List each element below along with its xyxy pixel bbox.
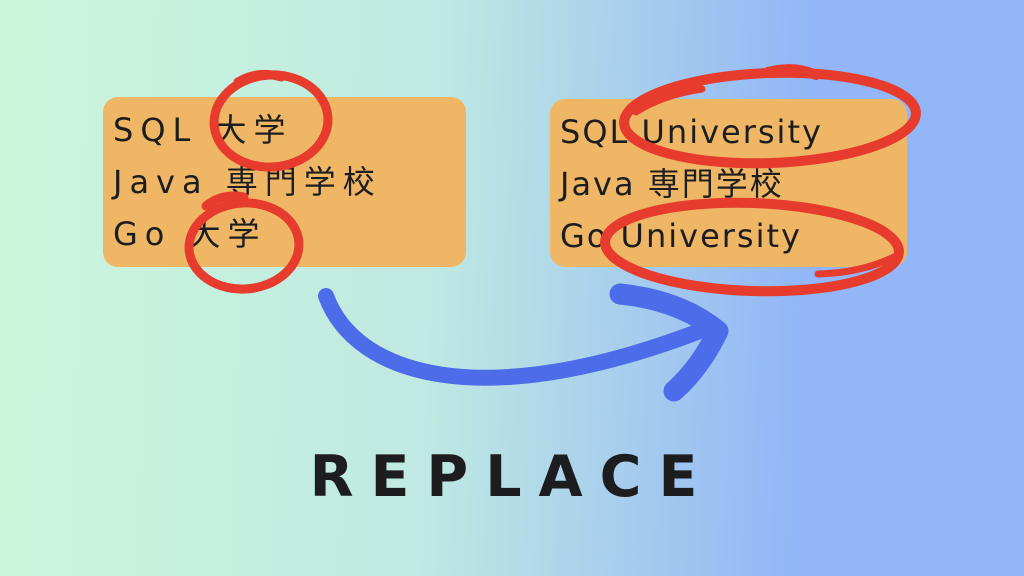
after-line-2: Java 専門学校 (560, 165, 784, 203)
before-line-3: Go 大学 (113, 215, 267, 253)
before-text-box: SQL 大学 Java 専門学校 Go 大学 (103, 97, 466, 267)
after-line-1: SQL University (560, 113, 823, 151)
arrow-shaft (318, 288, 708, 386)
before-line-2: Java 専門学校 (113, 163, 382, 201)
arrow-icon (318, 283, 729, 402)
before-line-1: SQL 大学 (113, 111, 293, 149)
after-line-3: Go University (560, 217, 802, 255)
after-text-box: SQL University Java 専門学校 Go University (550, 99, 907, 267)
replace-title: REPLACE (309, 444, 715, 510)
arrow-head (609, 283, 729, 402)
